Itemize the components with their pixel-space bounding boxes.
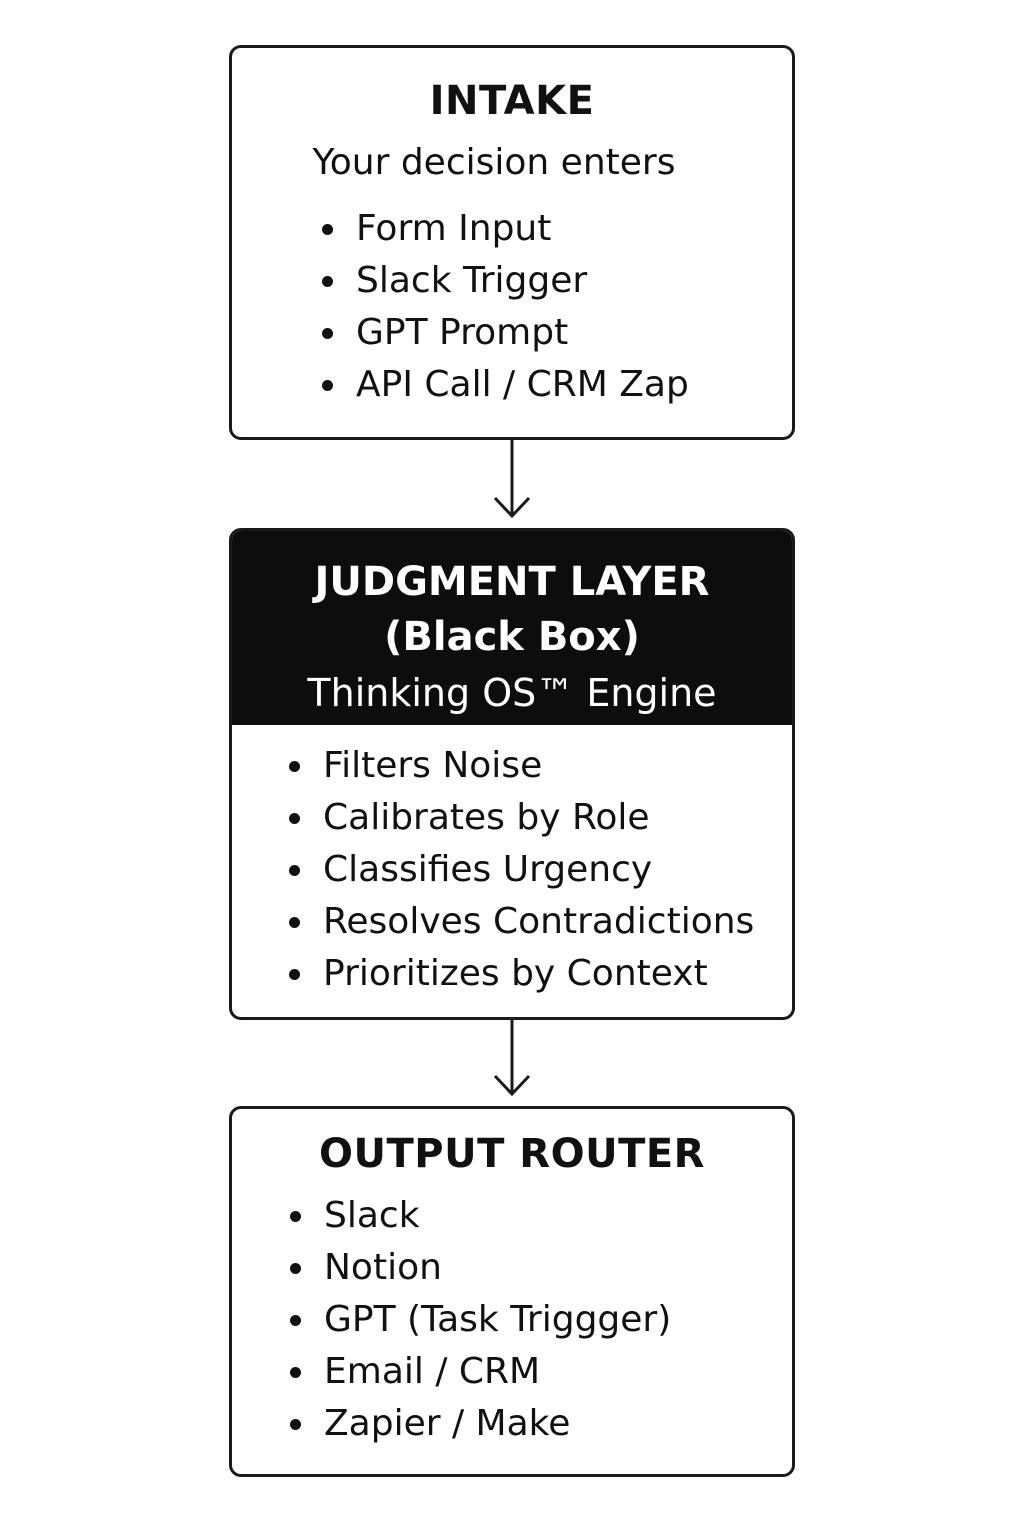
list-item: Calibrates by Role [232,792,792,844]
output-item-label: GPT (Task Triggger) [324,1299,672,1340]
intake-item-label: Form Input [356,208,552,249]
list-item: Prioritizes by Context [232,948,792,1000]
list-item: Slack [232,1190,792,1242]
bullet-icon [290,1367,301,1378]
judgment-item-label: Classifies Urgency [323,849,653,890]
intake-box: INTAKE Your decision enters Form Input S… [229,45,795,440]
bullet-icon [289,761,300,772]
intake-title: INTAKE [429,78,595,124]
judgment-item-label: Filters Noise [323,745,543,786]
list-item: Notion [232,1242,792,1294]
list-item: Slack Trigger [232,255,792,307]
bullet-icon [289,813,300,824]
judgment-header: JUDGMENT LAYER (Black Box) Thinking OS™ … [232,531,792,725]
list-item: Resolves Contradictions [232,896,792,948]
list-item: Zapier / Make [232,1398,792,1450]
list-item: Form Input [232,203,792,255]
intake-item-label: GPT Prompt [356,312,569,353]
list-item: Filters Noise [232,740,792,792]
bullet-icon [290,1419,301,1430]
bullet-icon [322,328,333,339]
judgment-item-label: Calibrates by Role [323,797,650,838]
list-item: GPT Prompt [232,307,792,359]
down-arrow-icon [493,1020,531,1097]
intake-item-label: API Call / CRM Zap [356,364,689,405]
bullet-icon [322,380,333,391]
judgment-item-label: Resolves Contradictions [323,901,755,942]
judgment-title: JUDGMENT LAYER [314,559,710,605]
bullet-icon [322,224,333,235]
judgment-list: Filters Noise Calibrates by Role Classif… [232,740,792,1000]
list-item: GPT (Task Triggger) [232,1294,792,1346]
intake-item-label: Slack Trigger [356,260,588,301]
output-item-label: Zapier / Make [324,1403,571,1444]
bullet-icon [322,276,333,287]
output-item-label: Slack [324,1195,420,1236]
output-router-box: OUTPUT ROUTER Slack Notion GPT (Task Tri… [229,1106,795,1477]
output-item-label: Email / CRM [324,1351,541,1392]
judgment-item-label: Prioritizes by Context [323,953,708,994]
output-item-label: Notion [324,1247,442,1288]
intake-subtitle: Your decision enters [312,142,676,183]
down-arrow-icon [493,440,531,519]
output-title: OUTPUT ROUTER [319,1131,705,1177]
bullet-icon [289,917,300,928]
bullet-icon [289,969,300,980]
list-item: Classifies Urgency [232,844,792,896]
list-item: API Call / CRM Zap [232,359,792,411]
judgment-engine: Thinking OS™ Engine [307,671,717,715]
output-list: Slack Notion GPT (Task Triggger) Email /… [232,1190,792,1450]
judgment-layer-box: JUDGMENT LAYER (Black Box) Thinking OS™ … [229,528,795,1020]
bullet-icon [290,1263,301,1274]
bullet-icon [290,1211,301,1222]
judgment-subtitle: (Black Box) [384,614,640,660]
bullet-icon [290,1315,301,1326]
list-item: Email / CRM [232,1346,792,1398]
bullet-icon [289,865,300,876]
intake-list: Form Input Slack Trigger GPT Prompt API … [232,203,792,411]
